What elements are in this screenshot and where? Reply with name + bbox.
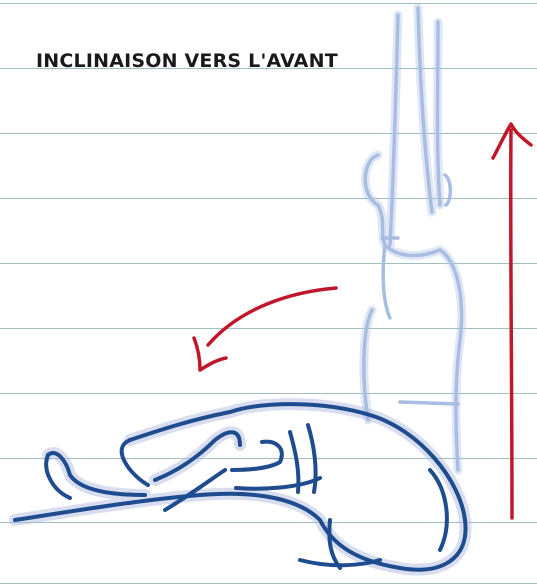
bent-figure	[15, 404, 466, 570]
up-arrow-icon	[493, 124, 531, 518]
standing-figure	[364, 8, 462, 470]
curved-down-arrow-icon	[194, 288, 336, 370]
